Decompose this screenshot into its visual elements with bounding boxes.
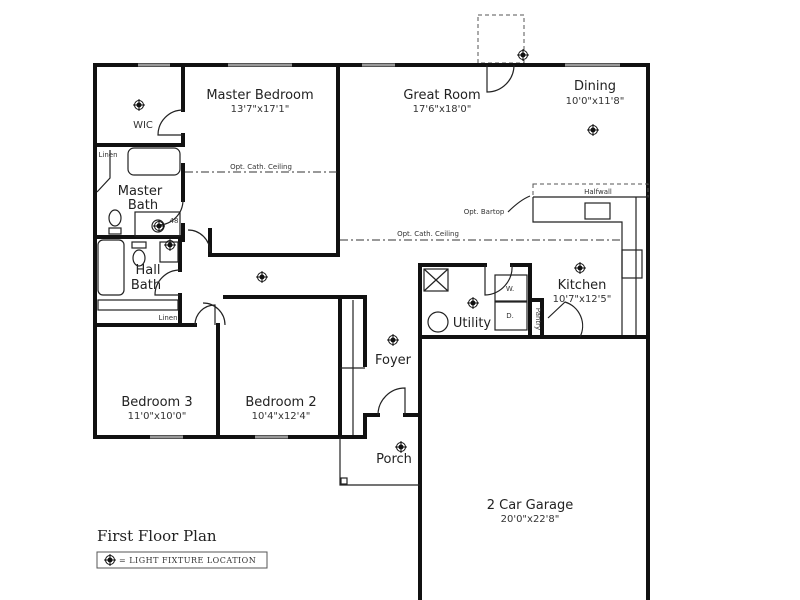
legend-text: = LIGHT FIXTURE LOCATION bbox=[119, 556, 256, 565]
room-size: 17'6"x18'0" bbox=[413, 104, 472, 115]
note: Pantry bbox=[534, 308, 542, 330]
note: Opt. Cath. Ceiling bbox=[397, 230, 459, 238]
room-label: Porch bbox=[376, 452, 412, 467]
room-size: 10'7"x12'5" bbox=[553, 294, 612, 305]
interior-walls bbox=[93, 63, 544, 439]
note: Halfwall bbox=[584, 188, 612, 196]
room-label: Bath bbox=[128, 198, 158, 213]
optional-fireplace-outline bbox=[477, 14, 525, 64]
room-label: 2 Car Garage bbox=[487, 498, 574, 513]
room-label: Utility bbox=[453, 316, 492, 331]
light-fixture-icon bbox=[103, 553, 117, 567]
room-label: Bedroom 3 bbox=[121, 395, 192, 410]
plumbing-fixtures bbox=[97, 147, 611, 333]
room-size: 13'7"x17'1" bbox=[231, 104, 290, 115]
room-label: Foyer bbox=[375, 353, 412, 368]
bartop-leader bbox=[507, 195, 531, 213]
room-size: 20'0"x22'8" bbox=[501, 514, 560, 525]
note: W. bbox=[506, 285, 514, 293]
room-label: Bedroom 2 bbox=[245, 395, 316, 410]
room-size: 10'0"x11'8" bbox=[566, 96, 625, 107]
note: Opt. Cath. Ceiling bbox=[230, 163, 292, 171]
room-label: Dining bbox=[574, 79, 616, 94]
room-label: Master bbox=[118, 184, 163, 199]
note: Opt. Bartop bbox=[464, 208, 505, 216]
note: D. bbox=[506, 312, 514, 320]
legend-box bbox=[96, 551, 268, 569]
porch-outline bbox=[339, 437, 420, 486]
note: Linen bbox=[158, 314, 177, 322]
light-fixture-icons bbox=[132, 48, 600, 454]
room-label: Master Bedroom bbox=[206, 88, 313, 103]
room-size: 10'4"x12'4" bbox=[252, 411, 311, 422]
room-label: Bath bbox=[131, 278, 161, 293]
porch-post bbox=[340, 477, 348, 485]
room-size: 11'0"x10'0" bbox=[128, 411, 187, 422]
note: 48 bbox=[170, 217, 179, 225]
room-label: Hall bbox=[136, 263, 161, 278]
exterior-walls bbox=[93, 63, 650, 600]
plan-title: First Floor Plan bbox=[97, 527, 217, 545]
room-label: WIC bbox=[133, 120, 153, 131]
note: Linen bbox=[98, 151, 117, 159]
room-label: Kitchen bbox=[558, 278, 607, 293]
doors[interactable] bbox=[96, 64, 584, 416]
room-label: Great Room bbox=[403, 88, 480, 103]
kitchen-counters bbox=[532, 183, 649, 335]
